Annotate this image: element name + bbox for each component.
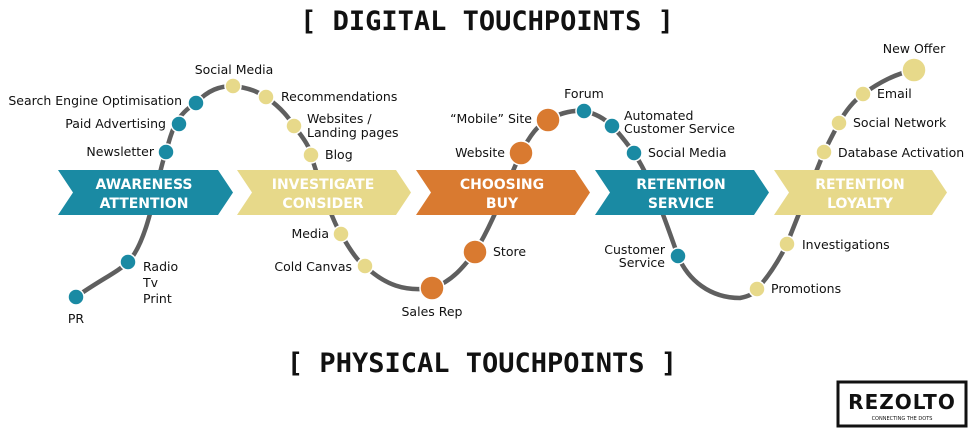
- logo-tagline: CONNECTING THE DOTS: [872, 416, 933, 422]
- label-tv: Tv: [142, 275, 159, 290]
- stage-line1: AWARENESS: [95, 177, 192, 193]
- stage-line2: BUY: [486, 196, 519, 212]
- label-pr: PR: [68, 311, 85, 326]
- stage-investigate-consider: INVESTIGATE CONSIDER: [237, 170, 411, 215]
- label-search-engine: Search Engine Optimisation: [8, 93, 182, 108]
- label-sales-rep: Sales Rep: [402, 304, 463, 319]
- label-blog: Blog: [325, 147, 353, 162]
- label-investigations: Investigations: [802, 237, 890, 252]
- label-social-media-2: Social Media: [648, 145, 727, 160]
- label-email: Email: [877, 86, 912, 101]
- stage-line1: INVESTIGATE: [272, 177, 375, 193]
- label-print: Print: [143, 291, 172, 306]
- dot-websites: [285, 117, 303, 135]
- label-cold-canvas: Cold Canvas: [274, 259, 352, 274]
- label-websites-1: Websites /: [307, 111, 372, 126]
- dot-blog: [302, 146, 320, 164]
- touchpoint-dots: [67, 57, 927, 306]
- stage-arrow: [58, 170, 233, 215]
- label-forum: Forum: [564, 86, 604, 101]
- stage-line2: SERVICE: [648, 196, 714, 212]
- stage-line2: LOYALTY: [827, 196, 894, 212]
- dot-store: [462, 239, 488, 265]
- stage-arrow: [416, 170, 590, 215]
- stage-arrow: [237, 170, 411, 215]
- dot-customer-service: [669, 247, 687, 265]
- stage-line2: CONSIDER: [282, 196, 363, 212]
- label-website: Website: [455, 145, 505, 160]
- dot-database-activation: [815, 143, 833, 161]
- dot-newsletter: [157, 143, 175, 161]
- dot-media: [332, 225, 350, 243]
- label-media: Media: [291, 226, 329, 241]
- label-store: Store: [493, 244, 526, 259]
- dot-sales-rep: [419, 275, 445, 301]
- dot-radio: [119, 253, 137, 271]
- label-social-network: Social Network: [853, 115, 947, 130]
- label-newsletter: Newsletter: [86, 144, 154, 159]
- label-database-activation: Database Activation: [838, 145, 964, 160]
- dot-new-offer: [901, 57, 927, 83]
- label-mobile-site: “Mobile” Site: [450, 111, 532, 126]
- touchpoint-labels: PR Radio Tv Print Newsletter Paid Advert…: [8, 41, 964, 326]
- label-customer-service-1: Customer: [604, 242, 666, 257]
- dot-promotions: [748, 280, 766, 298]
- stage-line2: ATTENTION: [100, 196, 189, 212]
- stage-arrow: [774, 170, 947, 215]
- dot-email: [854, 85, 872, 103]
- label-radio: Radio: [143, 259, 178, 274]
- physical-touchpoints-heading: [ PHYSICAL TOUCHPOINTS ]: [287, 348, 677, 379]
- stage-awareness-attention: AWARENESS ATTENTION: [58, 170, 233, 215]
- dot-social-media-1: [224, 77, 242, 95]
- label-automated-2: Customer Service: [624, 121, 735, 136]
- stage-arrow: [595, 170, 769, 215]
- label-recommendations: Recommendations: [281, 89, 397, 104]
- label-social-media-1: Social Media: [195, 62, 274, 77]
- label-websites-2: Landing pages: [307, 125, 399, 140]
- rezolto-logo: REZOLTO CONNECTING THE DOTS: [836, 380, 968, 428]
- dot-cold-canvas: [356, 257, 374, 275]
- dot-recommendations: [257, 88, 275, 106]
- dot-paid-advertising: [170, 115, 188, 133]
- logo-brand: REZOLTO: [848, 390, 956, 414]
- stage-line1: RETENTION: [636, 177, 726, 193]
- dot-social-media-2: [625, 144, 643, 162]
- dot-search-engine: [187, 94, 205, 112]
- label-automated-1: Automated: [624, 108, 693, 123]
- label-paid-advertising: Paid Advertising: [65, 116, 166, 131]
- digital-touchpoints-heading: [ DIGITAL TOUCHPOINTS ]: [300, 6, 674, 37]
- stage-line1: CHOOSING: [460, 177, 544, 193]
- dot-pr: [67, 288, 85, 306]
- dot-social-network: [830, 114, 848, 132]
- label-customer-service-2: Service: [619, 255, 666, 270]
- dot-automated-service: [603, 117, 621, 135]
- stage-line1: RETENTION: [815, 177, 905, 193]
- stage-retention-service: RETENTION SERVICE: [595, 170, 769, 215]
- label-new-offer: New Offer: [883, 41, 946, 56]
- dot-forum: [575, 102, 593, 120]
- dot-website: [508, 140, 534, 166]
- dot-investigations: [778, 235, 796, 253]
- stage-retention-loyalty: RETENTION LOYALTY: [774, 170, 947, 215]
- label-promotions: Promotions: [771, 281, 841, 296]
- dot-mobile-site: [535, 107, 561, 133]
- stage-choosing-buy: CHOOSING BUY: [416, 170, 590, 215]
